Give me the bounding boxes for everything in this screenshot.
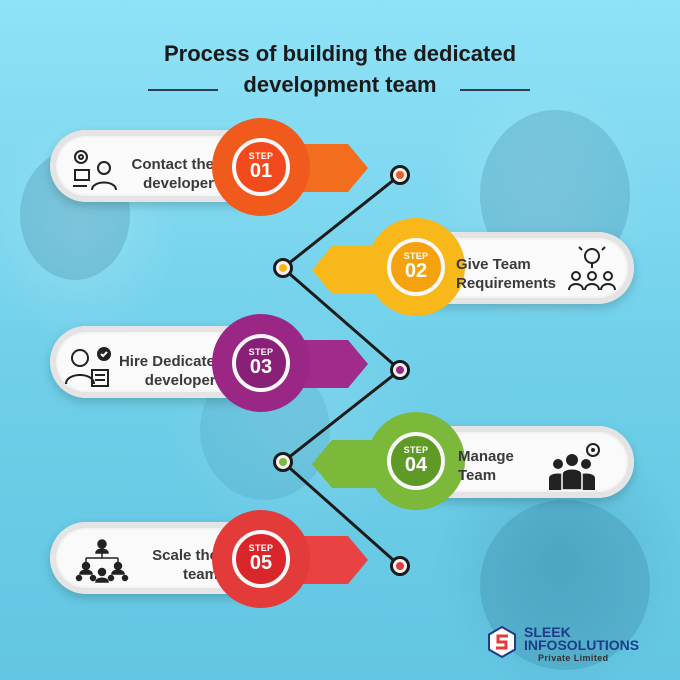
page-title: Process of building the dedicated develo…: [0, 38, 680, 100]
logo-mark-icon: [486, 625, 518, 659]
title-underline-right: [460, 89, 530, 91]
hire-developer-icon: [64, 344, 112, 390]
logo-name-2: INFOSOLUTIONS: [524, 637, 640, 653]
manage-team-icon: [546, 440, 606, 492]
team-idea-icon: [566, 244, 618, 294]
contact-developer-icon: [70, 146, 122, 194]
connector-node-1: [390, 165, 410, 185]
title-line-2: development team: [243, 72, 437, 97]
title-underline-left: [148, 89, 218, 91]
step-1-arrow: [290, 144, 368, 192]
connector-node-3: [390, 360, 410, 380]
connector-node-2: [273, 258, 293, 278]
org-chart-icon: [74, 538, 130, 584]
title-line-1: Process of building the dedicated: [163, 41, 517, 66]
connector-node-5: [390, 556, 410, 576]
step-3-arrow: [290, 340, 368, 388]
connector-node-4: [273, 452, 293, 472]
logo-name: SLEEK: [524, 624, 571, 640]
logo-tagline: Private Limited: [538, 653, 609, 663]
step-5-arrow: [290, 536, 368, 584]
